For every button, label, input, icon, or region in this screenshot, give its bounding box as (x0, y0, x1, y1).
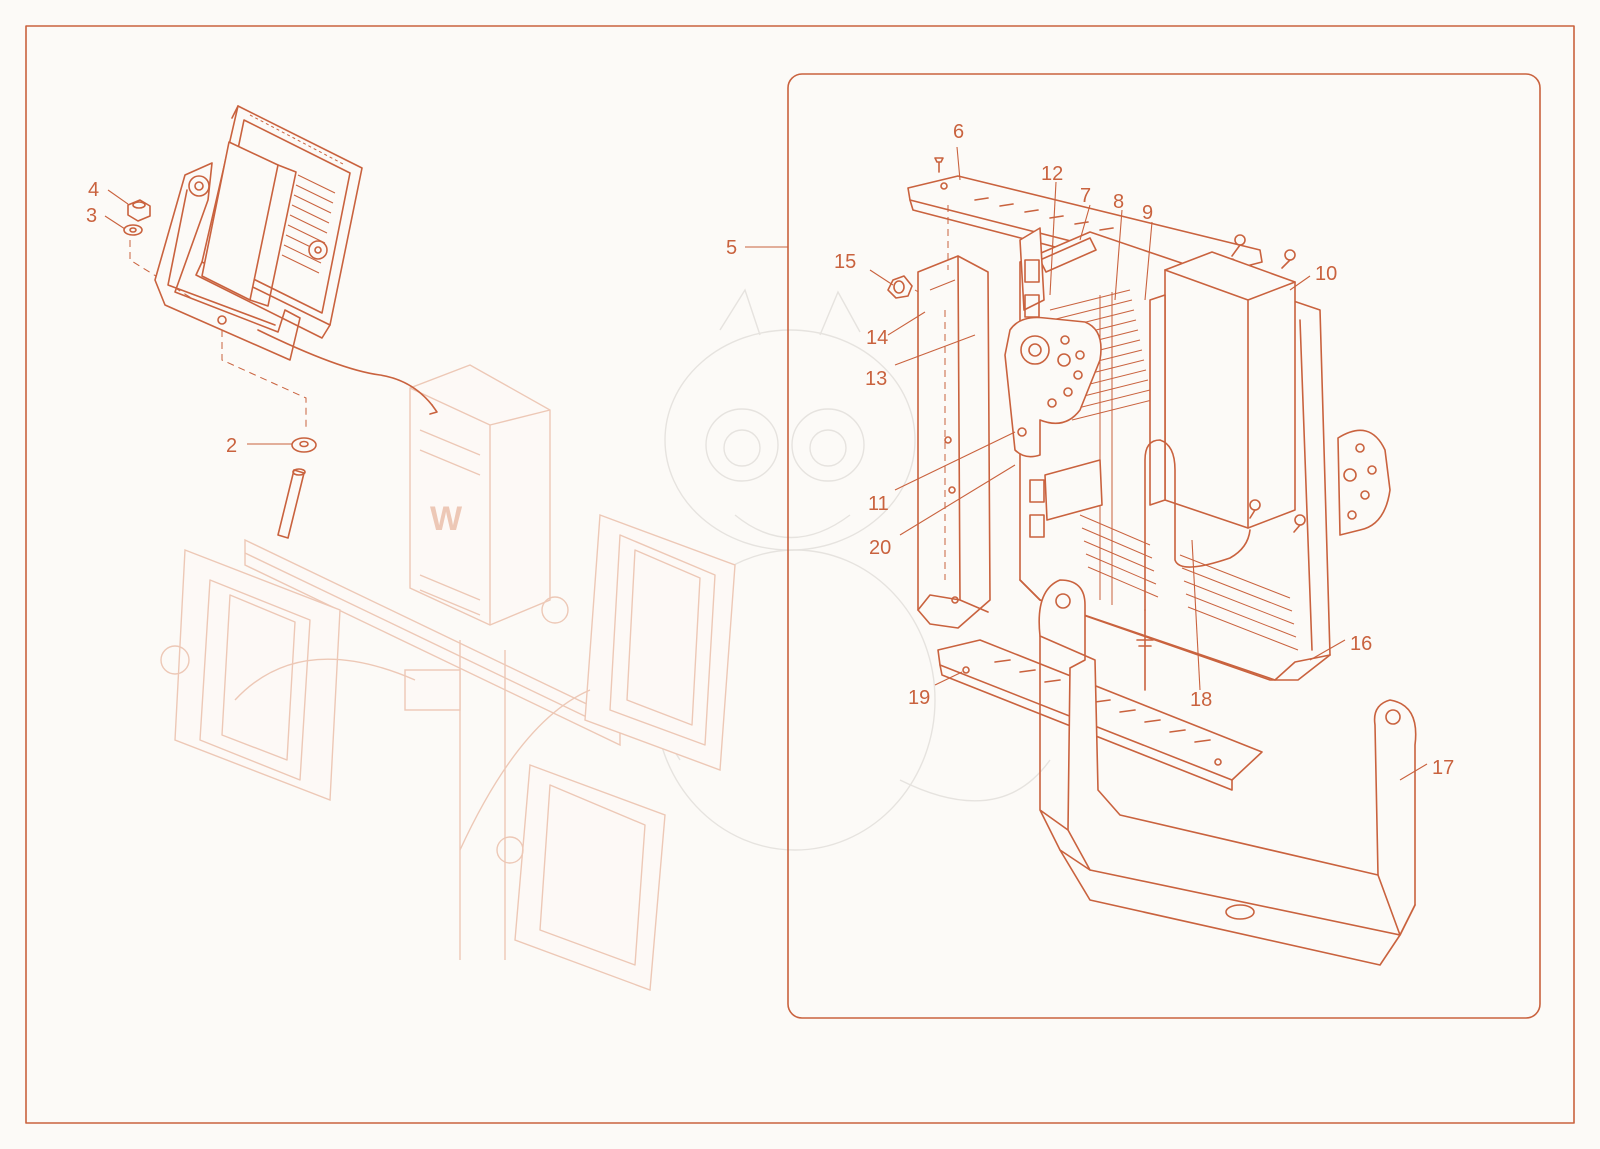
assembly-axis-spigot (221, 330, 307, 430)
page-border (25, 25, 1575, 1124)
part-18-cable (1136, 439, 1251, 691)
callout-label: 7 (1080, 185, 1091, 207)
side-pivot-bracket (1337, 429, 1391, 536)
callout-label: 20 (869, 537, 891, 559)
callouts-right: 6 7 8 9 10 11 12 13 14 15 16 17 18 19 20 (834, 121, 1454, 779)
side-cover-panel (917, 255, 991, 629)
callout-label: 13 (865, 368, 887, 390)
part-10-driver-box (1149, 251, 1296, 529)
callout-label: 14 (866, 327, 888, 349)
screw-icon (1231, 234, 1306, 533)
assembly-axis-right (947, 205, 1041, 601)
callout-label: 5 (726, 237, 737, 259)
callout-label: 8 (1113, 191, 1124, 213)
callout-label: 16 (1350, 633, 1372, 655)
callout-label: 10 (1315, 263, 1337, 285)
part-19-bottom-plate (937, 639, 1263, 791)
callout-label: 17 (1432, 757, 1454, 779)
overview-assembly-ghost: W (160, 364, 736, 991)
callout-label: 6 (953, 121, 964, 143)
part-4-nut (127, 199, 151, 222)
part-2-washer (291, 437, 317, 453)
part-11-tilt-bracket (1004, 316, 1102, 458)
callout-label: 3 (86, 205, 97, 227)
callout-label: 15 (834, 251, 856, 273)
part-15-gland-nut (887, 275, 913, 299)
spigot-pin (277, 468, 306, 539)
callout-label: 2 (226, 435, 237, 457)
callout-label: 19 (908, 687, 930, 709)
callout-label: 9 (1142, 202, 1153, 224)
svg-text:W: W (430, 500, 463, 538)
callout-label: 18 (1190, 689, 1212, 711)
part-7-bracket-strip (1019, 227, 1103, 538)
callouts-left: 4 3 2 (86, 179, 292, 457)
screw-icon (934, 157, 944, 173)
callout-leaders-right (869, 146, 1428, 781)
detail-view-frame (787, 73, 1541, 1019)
part-17-yoke (1038, 579, 1417, 966)
callout-label: 12 (1041, 163, 1063, 185)
part-3-washer (123, 224, 143, 236)
callout-label: 4 (88, 179, 99, 201)
callout-label: 11 (868, 493, 889, 515)
highlighted-floodlight-fixture (154, 105, 438, 415)
